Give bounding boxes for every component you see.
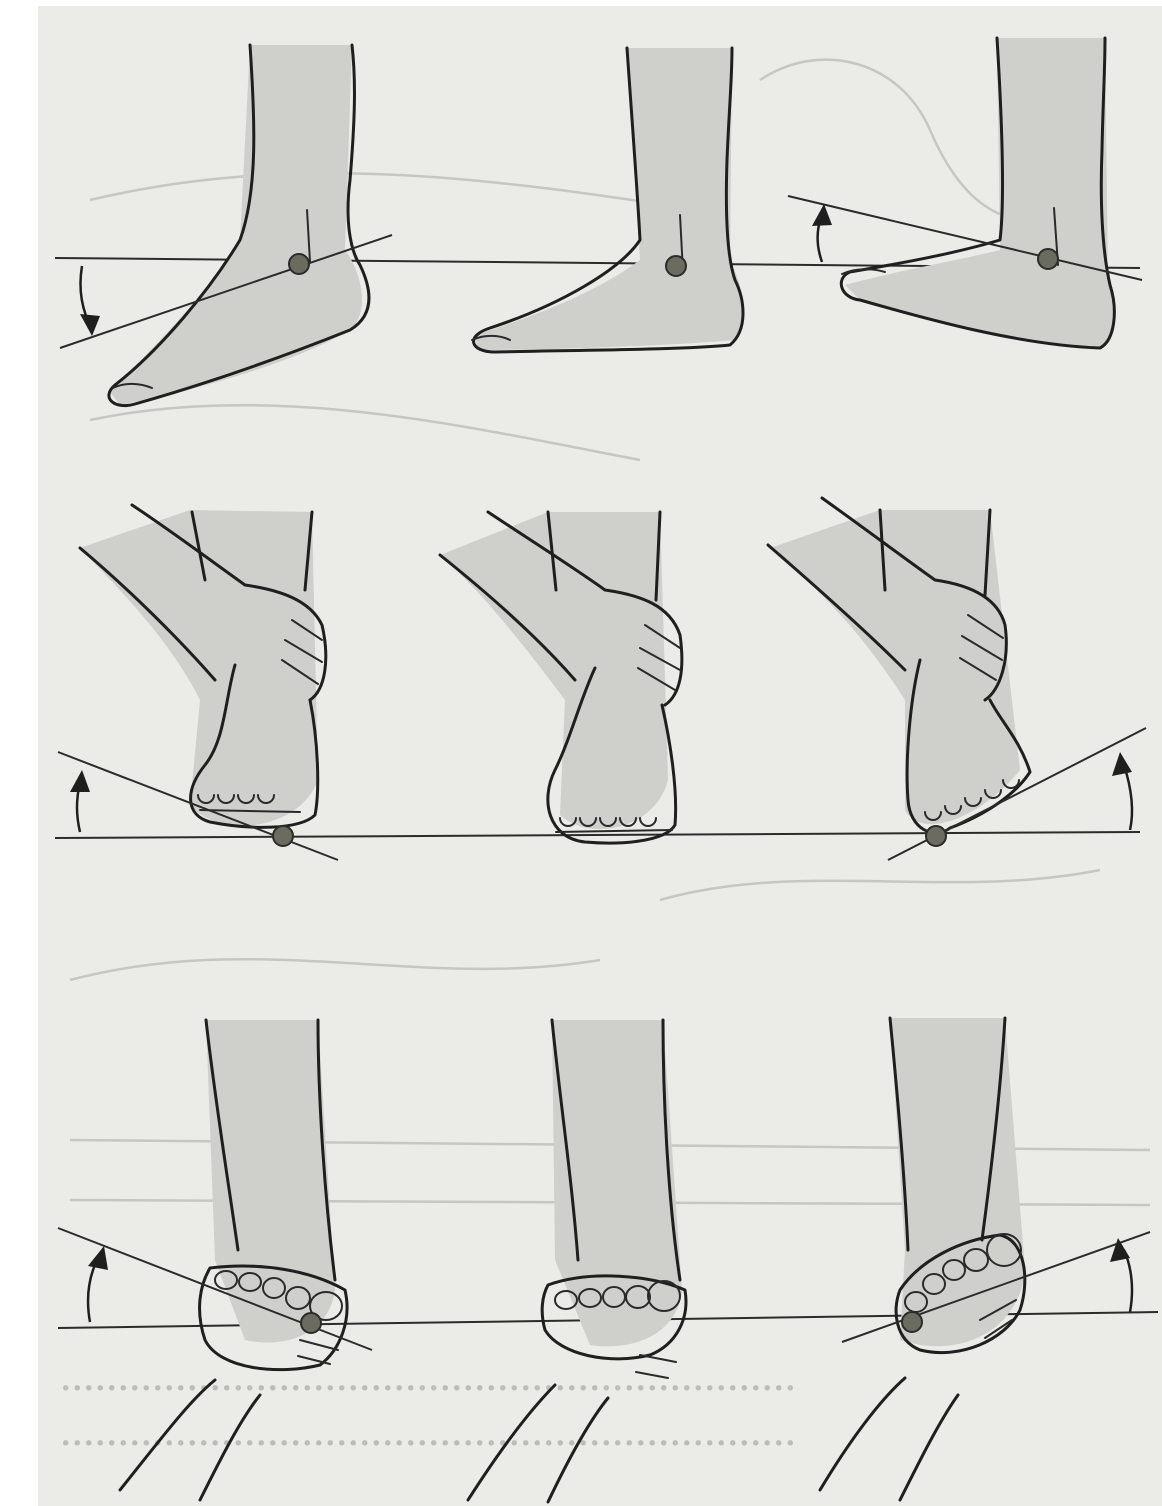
pivot-point: [666, 256, 686, 276]
svg-text:..............................: ........................................…: [60, 1349, 796, 1400]
pivot-point: [301, 1313, 321, 1333]
leg-shading: [890, 1018, 1025, 1346]
pivot-point: [289, 254, 309, 274]
pivot-point: [902, 1312, 922, 1332]
pivot-point: [273, 826, 293, 846]
svg-text:..............................: ........................................…: [60, 1404, 796, 1455]
pivot-point: [1038, 249, 1058, 269]
pivot-point: [926, 826, 946, 846]
